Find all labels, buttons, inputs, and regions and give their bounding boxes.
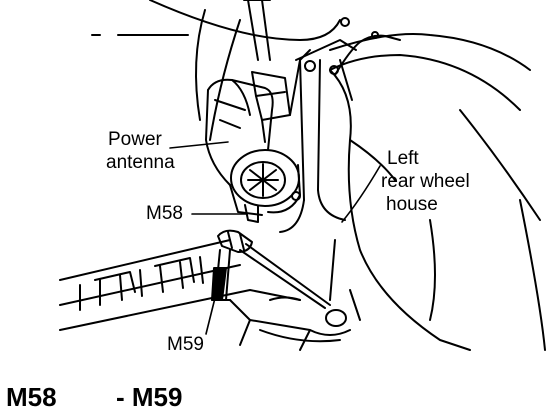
antenna-spool <box>230 149 301 214</box>
m59-connector-fill <box>211 267 227 301</box>
label-left-rear-wheel-house-line1: Left <box>387 148 419 169</box>
label-power-antenna-line2: antenna <box>106 152 175 173</box>
caption-left: M58 <box>6 382 57 412</box>
antenna-motor-housing <box>205 71 291 186</box>
label-left-rear-wheel-house-line3: house <box>386 194 438 215</box>
leader-lines <box>169 141 381 335</box>
label-m59: M59 <box>167 334 204 355</box>
wheel-house <box>329 33 546 351</box>
floor-panel <box>59 239 361 351</box>
mounting-bracket <box>229 39 357 233</box>
antenna-mast <box>243 0 271 61</box>
caption-right: - M59 <box>116 382 183 412</box>
label-left-rear-wheel-house-line2: rear wheel <box>381 171 470 192</box>
label-power-antenna-line1: Power <box>108 129 162 150</box>
connector-cluster <box>211 229 347 327</box>
label-m58: M58 <box>146 203 183 224</box>
